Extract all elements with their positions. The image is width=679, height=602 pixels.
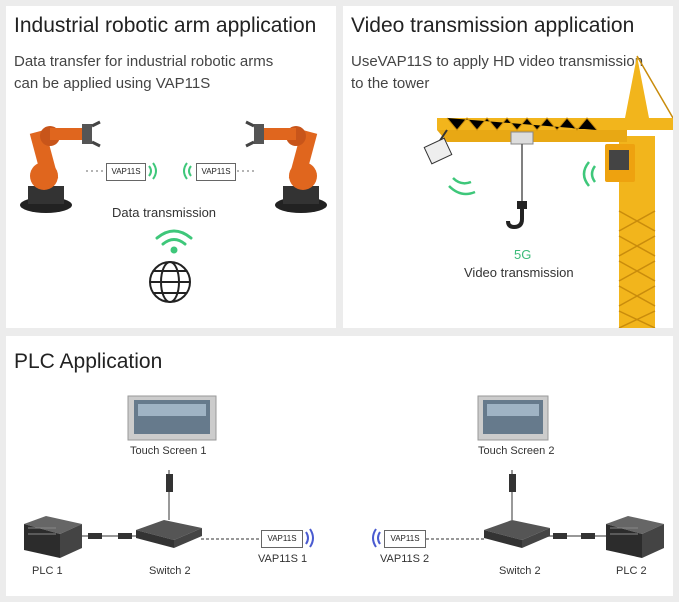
vap11s-device-left: VAP11S (106, 163, 146, 181)
plc-title: PLC Application (14, 350, 163, 373)
plc-2-icon (606, 516, 664, 558)
plc-1-icon (24, 516, 82, 558)
switch-right-icon (484, 520, 550, 548)
vap11s-2-label: VAP11S 2 (380, 553, 430, 565)
robotic-arm-illustration (20, 120, 327, 303)
switch-left-label: Switch 2 (149, 565, 191, 577)
right-robot-arm-icon (245, 120, 327, 213)
camera-signal-icon (448, 177, 476, 196)
vap11s-device-right: VAP11S (196, 163, 236, 181)
vap11s-1-signal-icon (305, 528, 314, 548)
touch-screen-1-label: Touch Screen 1 (130, 445, 207, 457)
robotic-arm-panel: Industrial robotic arm application Data … (6, 6, 336, 328)
video-transmission-panel: Video transmission application UseVAP11S… (343, 6, 673, 328)
touch-screen-1-icon (127, 395, 217, 441)
video-transmission-subtitle: UseVAP11S to apply HD video transmission… (351, 53, 644, 92)
switch-left-icon (136, 520, 202, 548)
touch-screen-2-label: Touch Screen 2 (478, 445, 555, 457)
globe-icon (149, 261, 191, 303)
crane-illustration (423, 55, 673, 328)
5g-badge: 5G (514, 247, 532, 262)
vap11s-1-device: VAP11S (261, 530, 303, 548)
right-signal-icon (183, 162, 192, 180)
cab-signal-icon (582, 161, 597, 187)
vap11s-2-signal-icon (372, 528, 381, 548)
tower-crane-icon (423, 55, 673, 328)
video-transmission-title: Video transmission application (351, 14, 635, 37)
data-transmission-caption: Data transmission (112, 205, 217, 220)
plc-network-diagram (24, 395, 664, 558)
switch-right-label: Switch 2 (499, 565, 541, 577)
vap11s-1-label: VAP11S 1 (258, 553, 308, 565)
left-signal-icon (148, 162, 157, 180)
plc-2-label: PLC 2 (616, 565, 647, 577)
touch-screen-2-icon (477, 395, 549, 441)
vap11s-2-device: VAP11S (384, 530, 426, 548)
robotic-arm-subtitle: Data transfer for industrial robotic arm… (14, 53, 274, 92)
left-robot-arm-icon (20, 120, 101, 213)
globe-signal-icon (155, 229, 193, 254)
plc-panel: PLC Application (6, 336, 673, 596)
robotic-arm-title: Industrial robotic arm application (14, 14, 317, 37)
video-transmission-caption: Video transmission (464, 265, 574, 280)
plc-1-label: PLC 1 (32, 565, 63, 577)
